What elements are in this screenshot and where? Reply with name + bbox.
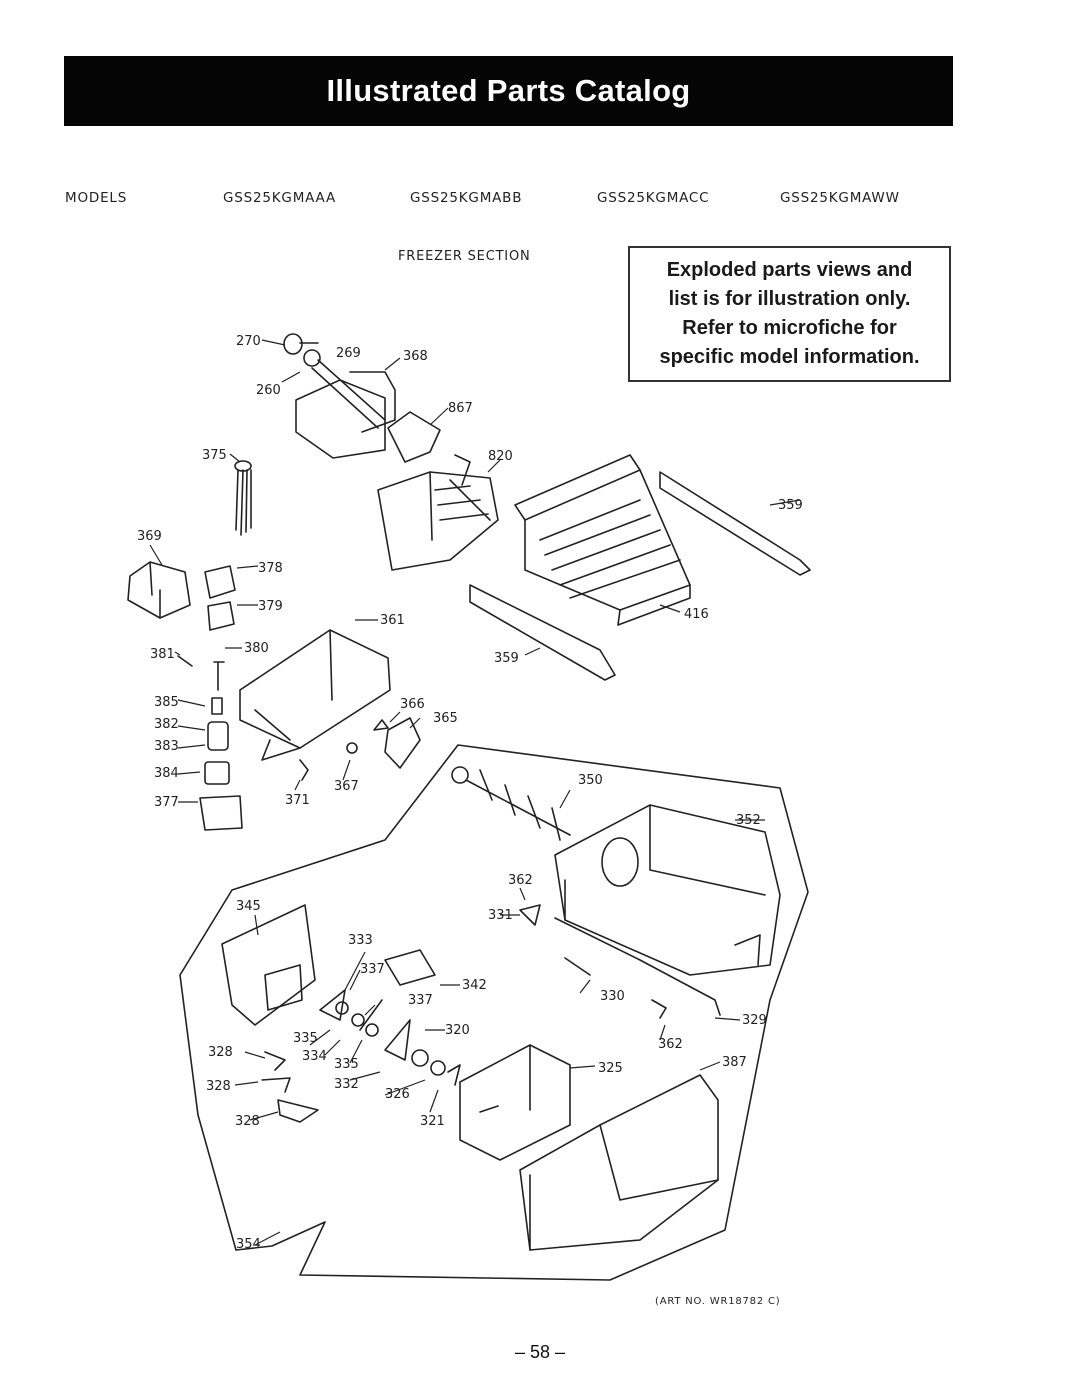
callout-label: 352 — [736, 813, 761, 828]
callout-label: 375 — [202, 448, 227, 463]
small-parts-group — [299, 717, 421, 781]
callout-label: 260 — [256, 383, 281, 398]
page-title: Illustrated Parts Catalog — [326, 73, 691, 108]
callout-label: 334 — [302, 1049, 327, 1064]
callout-label: 383 — [154, 739, 179, 754]
callout-label: 354 — [236, 1237, 261, 1252]
models-row: MODELS GSS25KGMAAA GSS25KGMABB GSS25KGMA… — [0, 190, 1080, 210]
callout-label: 381 — [150, 647, 175, 662]
callout-label: 269 — [336, 346, 361, 361]
notice-line: specific model information. — [659, 346, 920, 368]
notice-line: Refer to microfiche for — [682, 317, 897, 339]
callout-label: 329 — [742, 1013, 767, 1028]
callout-label: 382 — [154, 717, 179, 732]
callout-label: 385 — [154, 695, 179, 710]
callout-label: 362 — [508, 873, 533, 888]
section-title: FREEZER SECTION — [398, 249, 531, 264]
assembly-enclosure-outline — [179, 744, 809, 1281]
callout-label: 361 — [380, 613, 405, 628]
auger-part — [451, 766, 571, 841]
callout-label: 270 — [236, 334, 261, 349]
callout-label: 330 — [600, 989, 625, 1004]
callout-label: 380 — [244, 641, 269, 656]
callout-label: 326 — [385, 1087, 410, 1102]
callout-label: 333 — [348, 933, 373, 948]
callout-label: 867 — [448, 401, 473, 416]
front-cover-part — [221, 904, 316, 1026]
solenoid-hardware-part — [177, 655, 243, 831]
callout-label: 342 — [462, 978, 487, 993]
dispenser-housing-part — [239, 629, 391, 761]
callout-label: 371 — [285, 793, 310, 808]
callout-label: 337 — [360, 962, 385, 977]
rail-part — [469, 471, 811, 681]
callout-label: 328 — [208, 1045, 233, 1060]
callout-label: 362 — [658, 1037, 683, 1052]
callout-label: 369 — [137, 529, 162, 544]
callout-label: 335 — [293, 1031, 318, 1046]
callout-label: 335 — [334, 1057, 359, 1072]
ice-bucket-part — [554, 804, 781, 976]
callout-label: 365 — [433, 711, 458, 726]
notice-line: list is for illustration only. — [668, 288, 911, 310]
callout-label: 416 — [684, 607, 709, 622]
callout-label: 359 — [778, 498, 803, 513]
callout-label: 345 — [236, 899, 261, 914]
illustration-notice: Exploded parts views and list is for ill… — [628, 246, 951, 382]
icemaker-bracket-part — [283, 333, 441, 463]
callout-label: 332 — [334, 1077, 359, 1092]
callout-label: 368 — [403, 349, 428, 364]
callout-label: 337 — [408, 993, 433, 1008]
callout-label: 320 — [445, 1023, 470, 1038]
callout-label: 328 — [206, 1079, 231, 1094]
ice-tray-part — [514, 454, 691, 626]
callout-label: 331 — [488, 908, 513, 923]
dispenser-door-part — [519, 1074, 719, 1251]
crusher-blade-parts — [319, 949, 461, 1086]
actuator-housing-part — [459, 1044, 571, 1161]
callout-label: 367 — [334, 779, 359, 794]
ice-blade-parts — [261, 1051, 319, 1123]
model-number: GSS25KGMACC — [597, 190, 710, 206]
models-label: MODELS — [65, 190, 128, 206]
model-number: GSS25KGMAWW — [780, 190, 900, 206]
notice-line: Exploded parts views and — [666, 259, 913, 281]
callout-label: 366 — [400, 697, 425, 712]
shaft-linkage-part — [519, 904, 721, 1019]
callout-label: 321 — [420, 1114, 445, 1129]
callout-label: 378 — [258, 561, 283, 576]
callout-label: 325 — [598, 1061, 623, 1076]
callout-label: 377 — [154, 795, 179, 810]
title-banner: Illustrated Parts Catalog — [64, 56, 953, 126]
callout-label: 328 — [235, 1114, 260, 1129]
model-number: GSS25KGMABB — [410, 190, 523, 206]
model-number: GSS25KGMAAA — [223, 190, 336, 206]
callout-label: 359 — [494, 651, 519, 666]
callout-label: 384 — [154, 766, 179, 781]
callout-label: 387 — [722, 1055, 747, 1070]
icemaker-part — [377, 454, 499, 571]
callout-label: 379 — [258, 599, 283, 614]
wire-harness-part — [234, 460, 252, 536]
art-number: (ART NO. WR18782 C) — [655, 1296, 781, 1307]
callout-label: 820 — [488, 449, 513, 464]
auger-motor-part — [127, 561, 236, 631]
callout-label: 350 — [578, 773, 603, 788]
page-number: – 58 – — [514, 1342, 566, 1362]
